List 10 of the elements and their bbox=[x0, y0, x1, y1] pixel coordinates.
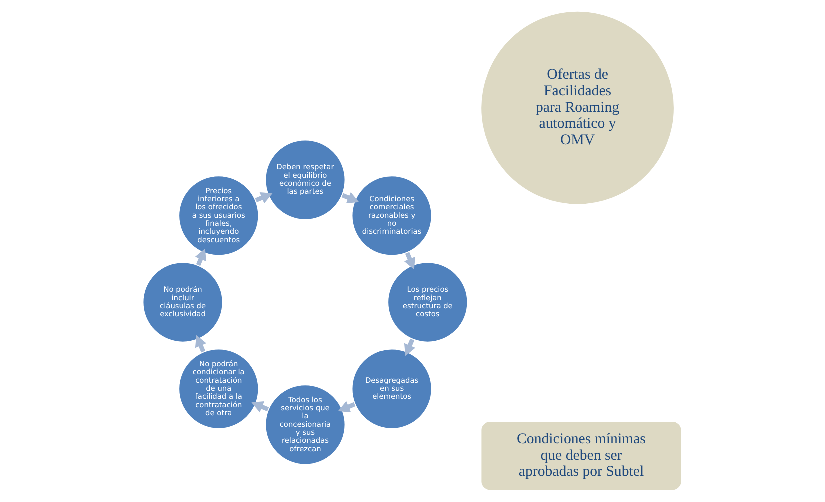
node-circle: Condiciones comerciales razonables y no discriminatorias bbox=[351, 175, 433, 257]
node-circle: Todos los servicios que la concesionaria y sus relacionadas ofrezcan bbox=[264, 384, 346, 466]
node-circle: No podrán incluir cláusulas de exclusividad bbox=[142, 262, 224, 344]
node-circle: Precios inferiores a los ofrecidos a sus usuarios finales, incluyendo descuentos bbox=[178, 175, 260, 257]
node-box: Condiciones mínimas que deben ser aprobadas por Subtel bbox=[480, 420, 683, 492]
node-circle: Desagregadas en sus elementos bbox=[351, 348, 433, 430]
node-circle: Deben respetar el equilibrio económico de las partes bbox=[264, 139, 346, 221]
node-circle: No podrán condicionar la contratación de una facilidad a la contratación de otra bbox=[178, 348, 260, 430]
node-circle: Ofertas de Facilidades para Roaming automático y OMV bbox=[480, 10, 676, 206]
node-circle: Los precios reflejan estructura de costos bbox=[387, 262, 469, 344]
